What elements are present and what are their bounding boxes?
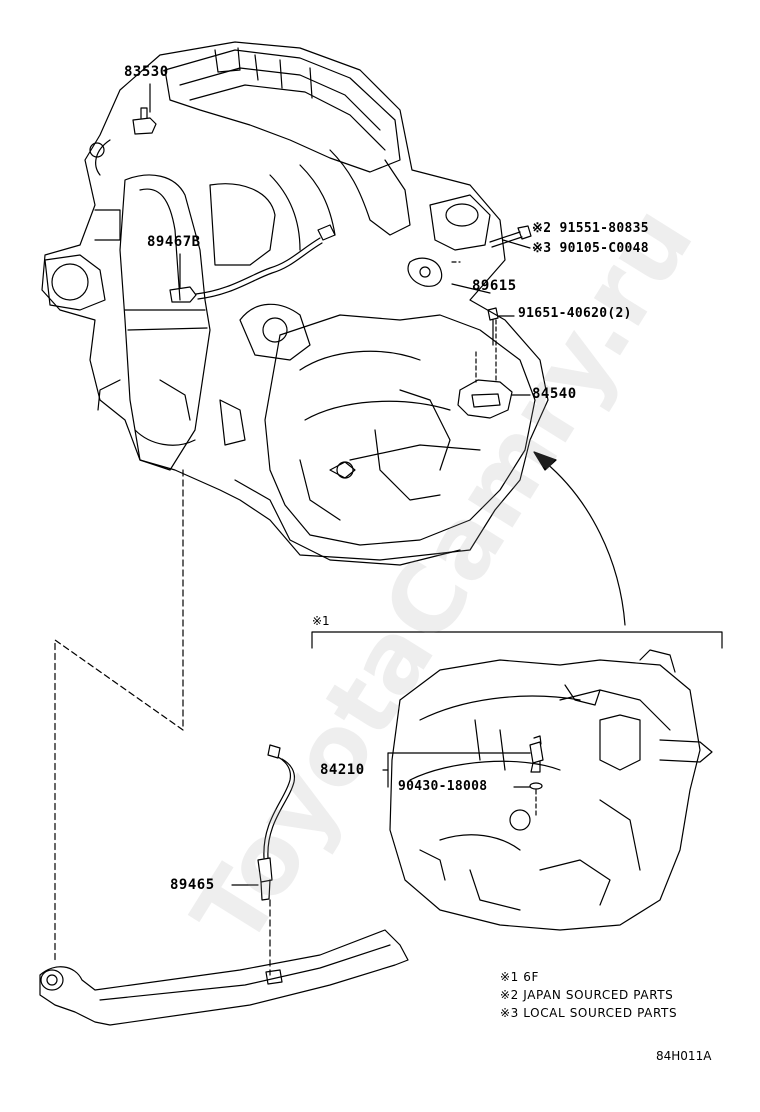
footnote-2: ※2 JAPAN SOURCED PARTS: [500, 988, 674, 1002]
dashed-exhaust-route: [54, 469, 271, 976]
label-91551: ※2 91551-80835: [532, 221, 649, 236]
footnote-1: ※1 6F: [500, 970, 540, 984]
air-fuel-sensor-89467b: [169, 224, 336, 303]
bolt-91651: [487, 307, 499, 346]
leader-lines-6f: [382, 752, 531, 788]
bolt-91551: [489, 225, 532, 248]
label-83530: 83530: [124, 64, 169, 80]
transaxle-6f: [389, 649, 713, 931]
diagram-code: 84H011A: [656, 1049, 712, 1063]
label-90430: 90430-18008: [398, 779, 488, 794]
label-84210: 84210: [320, 762, 365, 778]
exhaust-pipe: [39, 929, 409, 1026]
oxygen-sensor-89465: [257, 744, 296, 901]
engine-assembly: [41, 41, 549, 566]
label-89467b: 89467B: [147, 234, 201, 250]
speed-sensor-84210: [529, 735, 544, 773]
neutral-start-switch-84540: [457, 379, 513, 419]
arrow-to-transaxle: [533, 451, 626, 626]
label-91651: 91651-40620(2): [518, 306, 632, 321]
label-89465: 89465: [170, 877, 215, 893]
label-90105: ※3 90105-C0048: [532, 241, 649, 256]
gasket-90430: [529, 782, 543, 790]
knock-sensor-89615: [407, 257, 443, 287]
label-89615: 89615: [472, 278, 517, 294]
bracket-6f: [311, 631, 723, 649]
dashed-guides-upper: [451, 261, 497, 383]
label-84540: 84540: [532, 386, 577, 402]
oil-pressure-switch-83530: [132, 107, 157, 135]
label-star1: ※1: [312, 614, 330, 628]
leader-lines-upper: [149, 83, 531, 396]
footnote-3: ※3 LOCAL SOURCED PARTS: [500, 1006, 678, 1020]
